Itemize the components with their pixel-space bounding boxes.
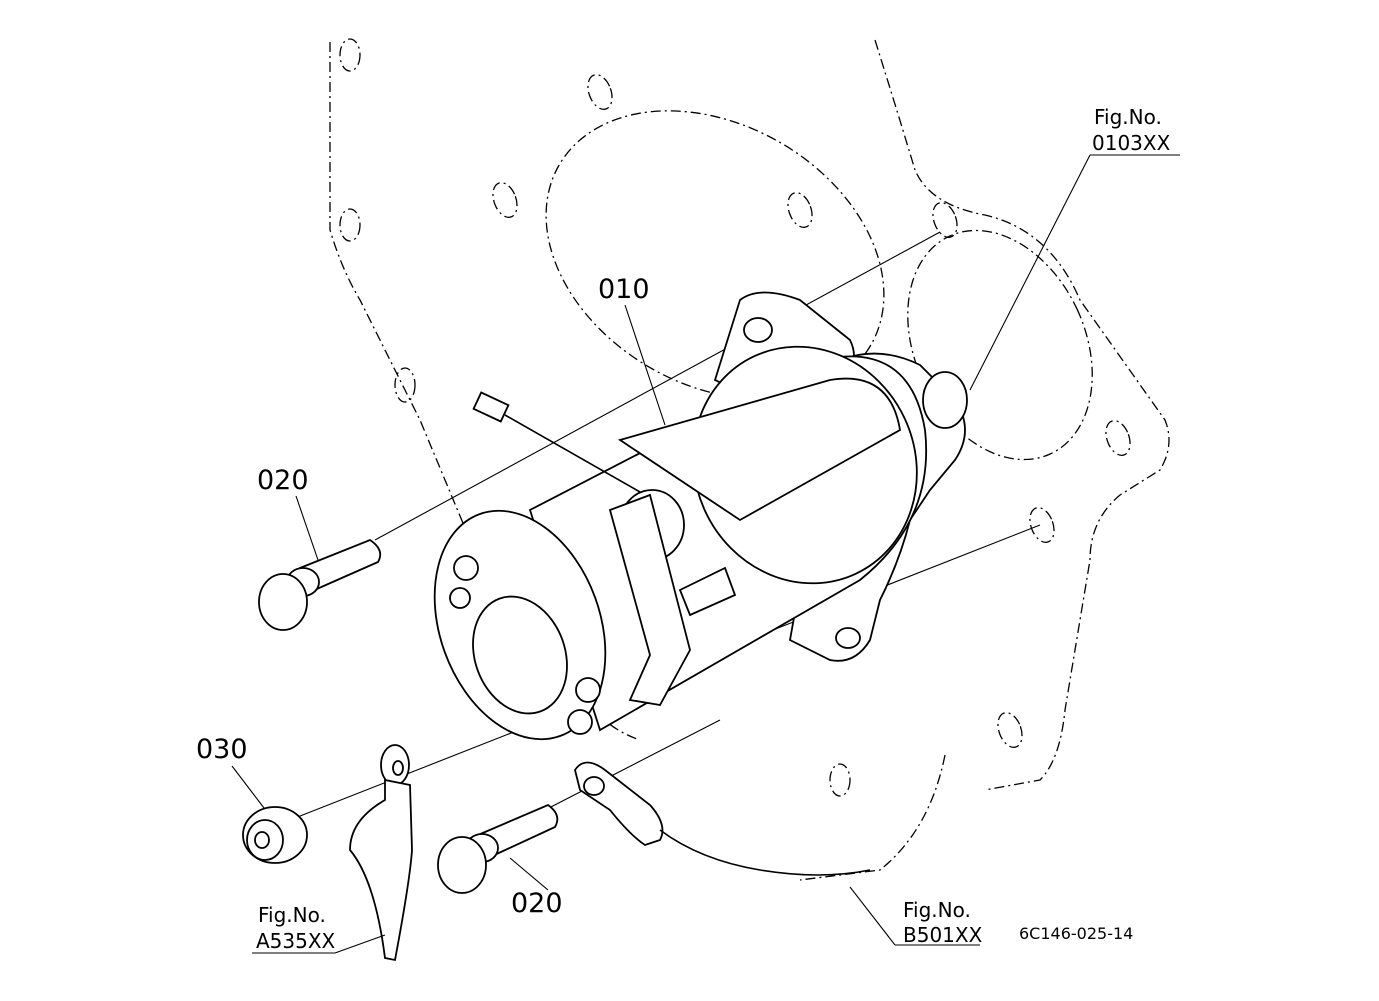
ref-ground-cable-line2: B501XX [903,923,983,947]
ref-flywheel-housing-line1: Fig.No. [1094,105,1162,129]
bolt-upper [258,538,382,631]
ref-battery-cable-line2: A535XX [256,929,336,953]
callout-bolt-upper: 020 [257,465,309,496]
drawing-code: 6C146-025-14 [1019,924,1133,943]
nut [242,806,308,864]
flywheel-housing-outline [329,38,1170,881]
leader-lines [231,154,1180,954]
battery-cable [349,744,413,962]
callout-starter: 010 [598,274,650,305]
callout-nut: 030 [196,734,248,765]
ref-flywheel-housing-line2: 0103XX [1092,131,1171,155]
ref-ground-cable-line1: Fig.No. [903,898,971,922]
starter-motor [433,291,968,741]
bolt-lower [437,803,559,894]
callout-bolt-lower: 020 [511,888,563,919]
ref-battery-cable-line1: Fig.No. [258,903,326,927]
ground-cable [574,761,871,876]
